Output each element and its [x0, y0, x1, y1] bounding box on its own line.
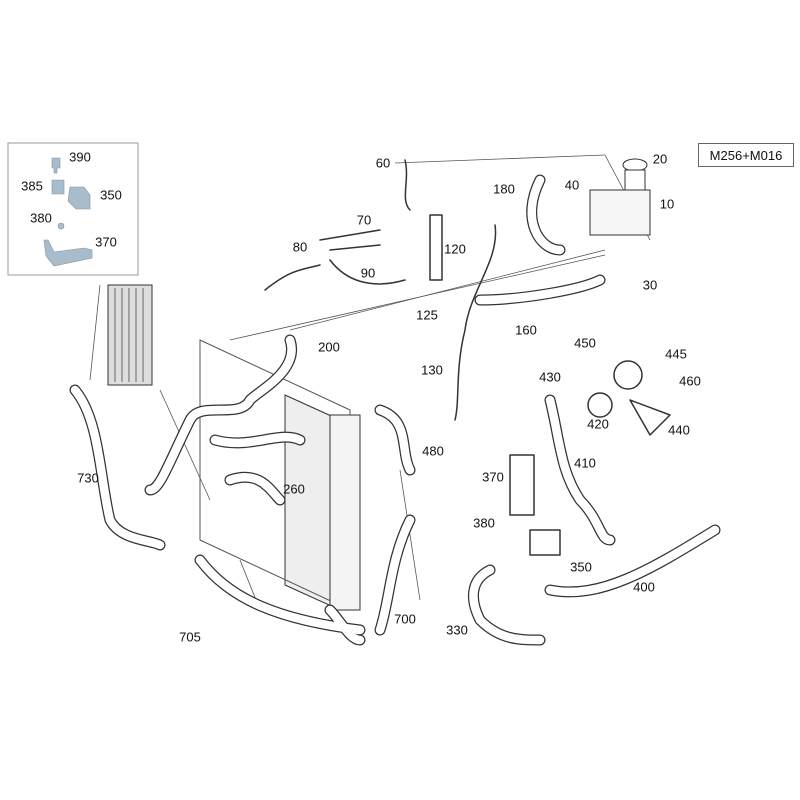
callout-20[interactable]: 20 [652, 151, 668, 167]
callout-370[interactable]: 370 [482, 469, 504, 485]
callout-350[interactable]: 350 [570, 559, 592, 575]
callout-400[interactable]: 400 [633, 579, 655, 595]
callout-380-inset[interactable]: 380 [30, 210, 52, 226]
callout-10[interactable]: 10 [659, 196, 675, 212]
callout-80[interactable]: 80 [292, 239, 308, 255]
callout-450[interactable]: 450 [574, 335, 596, 351]
callout-390[interactable]: 390 [69, 149, 91, 165]
callout-120[interactable]: 120 [444, 241, 466, 257]
callout-480[interactable]: 480 [422, 443, 444, 459]
callout-350-inset[interactable]: 350 [100, 187, 122, 203]
callout-330[interactable]: 330 [446, 622, 468, 638]
hoses [69, 159, 721, 646]
radiator-small [107, 284, 153, 386]
inset-parts [43, 157, 93, 267]
callout-180[interactable]: 180 [493, 181, 515, 197]
callout-445[interactable]: 445 [665, 346, 687, 362]
callout-705[interactable]: 705 [179, 629, 201, 645]
callout-260[interactable]: 260 [283, 481, 305, 497]
callout-125[interactable]: 125 [416, 307, 438, 323]
callout-385[interactable]: 385 [21, 178, 43, 194]
callout-700[interactable]: 700 [394, 611, 416, 627]
radiator-main [199, 339, 361, 611]
callout-730[interactable]: 730 [77, 470, 99, 486]
callout-200[interactable]: 200 [318, 339, 340, 355]
callout-370-inset[interactable]: 370 [95, 234, 117, 250]
callout-40[interactable]: 40 [564, 177, 580, 193]
callout-130[interactable]: 130 [421, 362, 443, 378]
callout-380[interactable]: 380 [473, 515, 495, 531]
callout-430[interactable]: 430 [539, 369, 561, 385]
callout-90[interactable]: 90 [360, 265, 376, 281]
callout-70[interactable]: 70 [356, 212, 372, 228]
callout-60[interactable]: 60 [375, 155, 391, 171]
callout-460[interactable]: 460 [679, 373, 701, 389]
expansion-tank [589, 158, 651, 236]
callout-440[interactable]: 440 [668, 422, 690, 438]
leader-lines [89, 154, 651, 611]
callout-160[interactable]: 160 [515, 322, 537, 338]
callout-30[interactable]: 30 [642, 277, 658, 293]
callout-410[interactable]: 410 [574, 455, 596, 471]
callout-420[interactable]: 420 [587, 416, 609, 432]
engine-variant-label: M256+M016 [698, 143, 794, 167]
